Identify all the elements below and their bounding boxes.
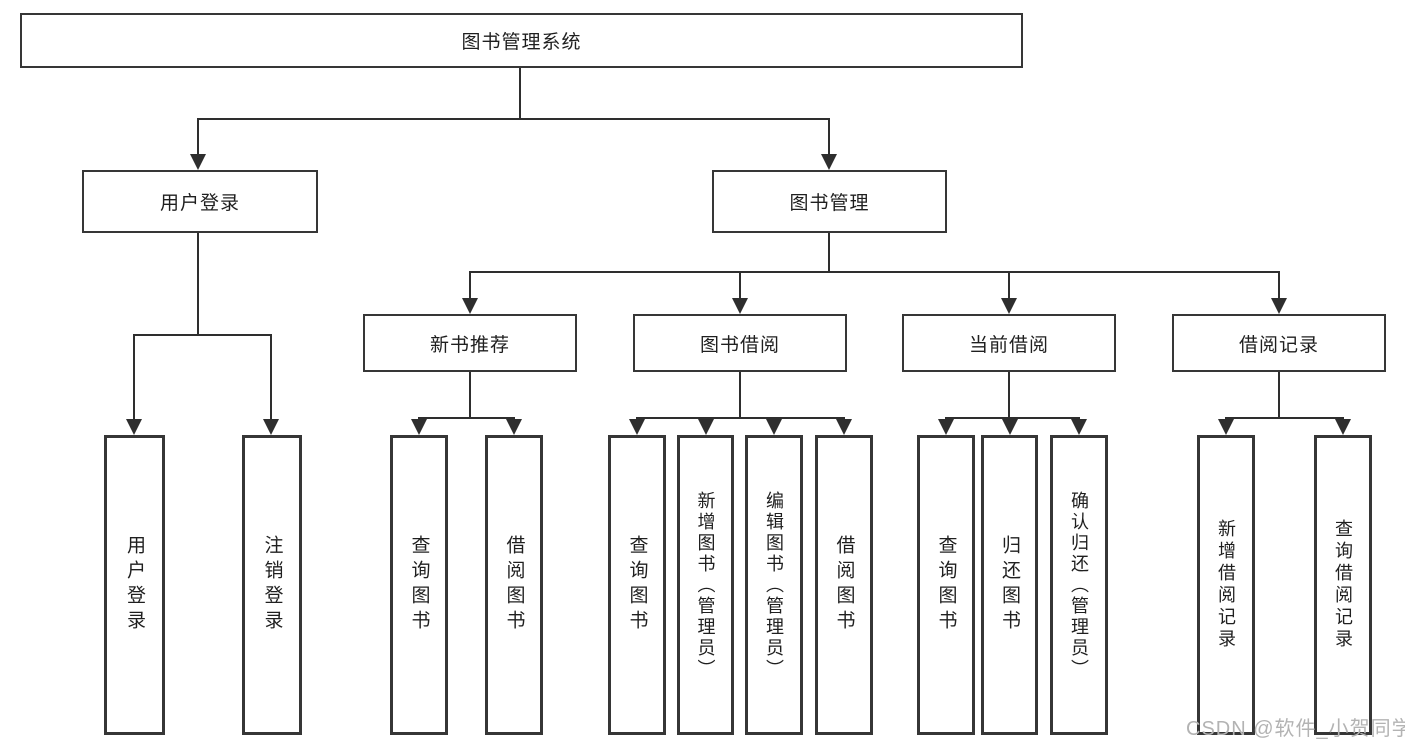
arrow-down-icon: [506, 419, 522, 435]
arrow-down-icon: [1218, 419, 1234, 435]
watermark: CSDN @软件_小贺同学: [1186, 718, 1405, 740]
connector-book-mgmt-stub: [828, 118, 830, 155]
node-current-borrow: 当前借阅: [902, 314, 1116, 372]
node-borrow-record: 借阅记录: [1172, 314, 1386, 372]
connector-root-down: [519, 68, 521, 120]
node-book-borrow: 图书借阅: [633, 314, 847, 372]
connector-currentborrow-leaves-horizontal: [945, 417, 1080, 419]
node-user-login: 用户登录: [82, 170, 318, 233]
leaf-query-book-borrow: 查询图书: [608, 435, 666, 735]
arrow-down-icon: [190, 154, 206, 170]
arrow-down-icon: [1001, 298, 1017, 314]
connector-level3-stub: [739, 271, 741, 299]
leaf-query-book-newbook: 查询图书: [390, 435, 448, 735]
arrow-down-icon: [732, 298, 748, 314]
leaf-return-book: 归还图书: [981, 435, 1038, 735]
leaf-borrow-book-newbook: 借阅图书: [485, 435, 543, 735]
leaf-logout: 注销登录: [242, 435, 302, 735]
connector-leaf-stub: [270, 334, 272, 419]
leaf-query-book-current: 查询图书: [917, 435, 975, 735]
leaf-add-book-admin: 新增图书（管理员）: [677, 435, 734, 735]
arrow-down-icon: [1335, 419, 1351, 435]
connector-user-login-down: [197, 233, 199, 336]
connector-currentborrow-down: [1008, 372, 1010, 418]
connector-borrowrecord-leaves-horizontal: [1225, 417, 1344, 419]
connector-level3-horizontal: [469, 271, 1280, 273]
arrow-down-icon: [462, 298, 478, 314]
leaf-add-borrow-record: 新增借阅记录: [1197, 435, 1255, 735]
connector-book-mgmt-down: [828, 233, 830, 273]
node-book-mgmt: 图书管理: [712, 170, 947, 233]
leaf-borrow-book: 借阅图书: [815, 435, 873, 735]
node-new-book-recommend: 新书推荐: [363, 314, 577, 372]
arrow-down-icon: [411, 419, 427, 435]
connector-user-leaves-horizontal: [133, 334, 272, 336]
arrow-down-icon: [126, 419, 142, 435]
leaf-user-login: 用户登录: [104, 435, 165, 735]
arrow-down-icon: [263, 419, 279, 435]
arrow-down-icon: [766, 419, 782, 435]
arrow-down-icon: [1271, 298, 1287, 314]
node-root-library-system: 图书管理系统: [20, 13, 1023, 68]
leaf-query-borrow-record: 查询借阅记录: [1314, 435, 1372, 735]
arrow-down-icon: [629, 419, 645, 435]
connector-level3-stub: [1008, 271, 1010, 299]
leaf-confirm-return-admin: 确认归还（管理员）: [1050, 435, 1108, 735]
connector-bookborrow-leaves-horizontal: [636, 417, 845, 419]
arrow-down-icon: [938, 419, 954, 435]
arrow-down-icon: [698, 419, 714, 435]
connector-leaf-stub: [133, 334, 135, 419]
arrow-down-icon: [836, 419, 852, 435]
connector-borrowrecord-down: [1278, 372, 1280, 418]
arrow-down-icon: [821, 154, 837, 170]
connector-level3-stub: [469, 271, 471, 299]
connector-level3-stub: [1278, 271, 1280, 299]
connector-bookborrow-down: [739, 372, 741, 418]
connector-level2-horizontal: [197, 118, 830, 120]
leaf-edit-book-admin: 编辑图书（管理员）: [745, 435, 803, 735]
connector-newbook-down: [469, 372, 471, 418]
arrow-down-icon: [1002, 419, 1018, 435]
connector-user-login-stub: [197, 118, 199, 155]
connector-newbook-leaves-horizontal: [418, 417, 515, 419]
arrow-down-icon: [1071, 419, 1087, 435]
